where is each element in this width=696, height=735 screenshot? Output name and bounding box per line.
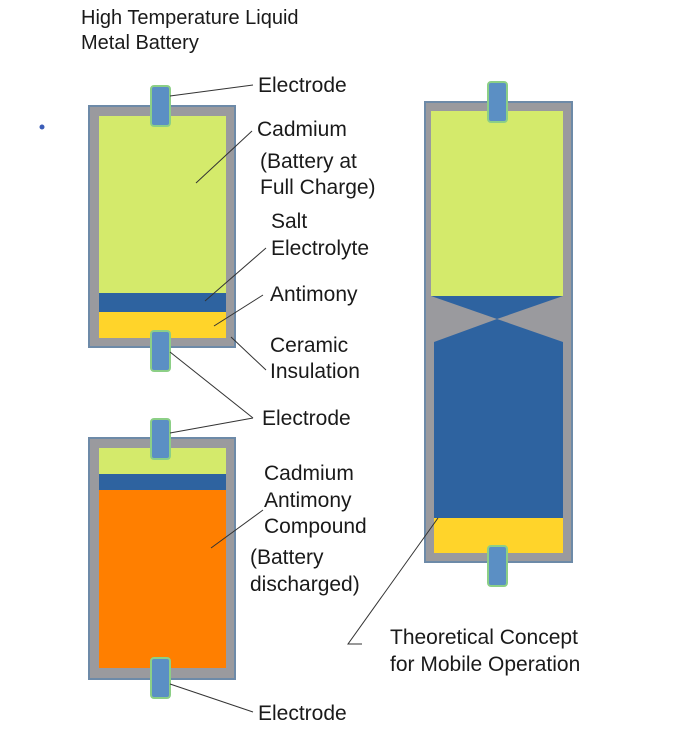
label-electrode-middle: Electrode [262,407,351,430]
mobile-cadmium-region [431,111,563,296]
label-salt-electrolyte-line-1: Salt [271,210,308,233]
label-discharged-line-2: discharged) [250,573,360,596]
leader-mobile-concept [347,517,439,645]
label-cadmium: Cadmium [257,118,347,141]
leader-electrode-bottom [169,683,254,713]
label-antimony: Antimony [270,283,358,306]
mobile-electrolyte-lower [434,319,563,518]
discharged-electrolyte-layer [99,474,226,490]
battery-discharged [88,418,236,699]
leader-electrode-mid-b [169,417,254,434]
label-electrode-bottom: Electrode [258,702,347,725]
label-compound-line-2: Antimony [264,489,352,512]
battery-mobile-concept [424,81,573,587]
charged-top-electrode [150,85,171,127]
leader-electrode-mid-a [169,351,254,419]
discharged-top-electrode [150,418,171,460]
diagram-title-line-2: Metal Battery [81,32,199,54]
leader-lines [169,84,439,713]
mobile-bottom-electrode [487,545,508,587]
leader-salt-electrolyte [204,247,267,302]
charged-electrolyte-layer [99,293,226,312]
label-full-charge-line-2: Full Charge) [260,176,376,199]
label-mobile-concept-line-2: for Mobile Operation [390,653,581,676]
discharged-compound-layer [99,490,226,668]
leader-electrode-top [169,84,254,97]
label-compound-line-3: Compound [264,515,367,538]
diagram-title-line-1: High Temperature Liquid [81,7,299,29]
mobile-top-electrode [487,81,508,123]
charged-bottom-electrode [150,330,171,372]
label-salt-electrolyte-line-2: Electrolyte [271,237,370,260]
battery-charged [88,85,236,372]
bullet-dot [39,124,45,130]
leader-cadmium [195,130,253,184]
label-ceramic-line-2: Insulation [270,360,360,383]
charged-cadmium-layer [99,116,226,293]
leader-compound [210,509,264,549]
label-full-charge-line-1: (Battery at [260,150,357,173]
discharged-bottom-electrode [150,657,171,699]
label-compound-line-1: Cadmium [264,462,354,485]
label-mobile-concept-line-1: Theoretical Concept [390,626,578,649]
label-ceramic-line-1: Ceramic [270,334,349,357]
leader-ceramic [230,336,267,371]
leader-antimony [213,294,264,327]
label-electrode-top: Electrode [258,74,347,97]
label-discharged-line-1: (Battery [250,546,324,569]
mobile-electrolyte-upper [431,296,563,319]
